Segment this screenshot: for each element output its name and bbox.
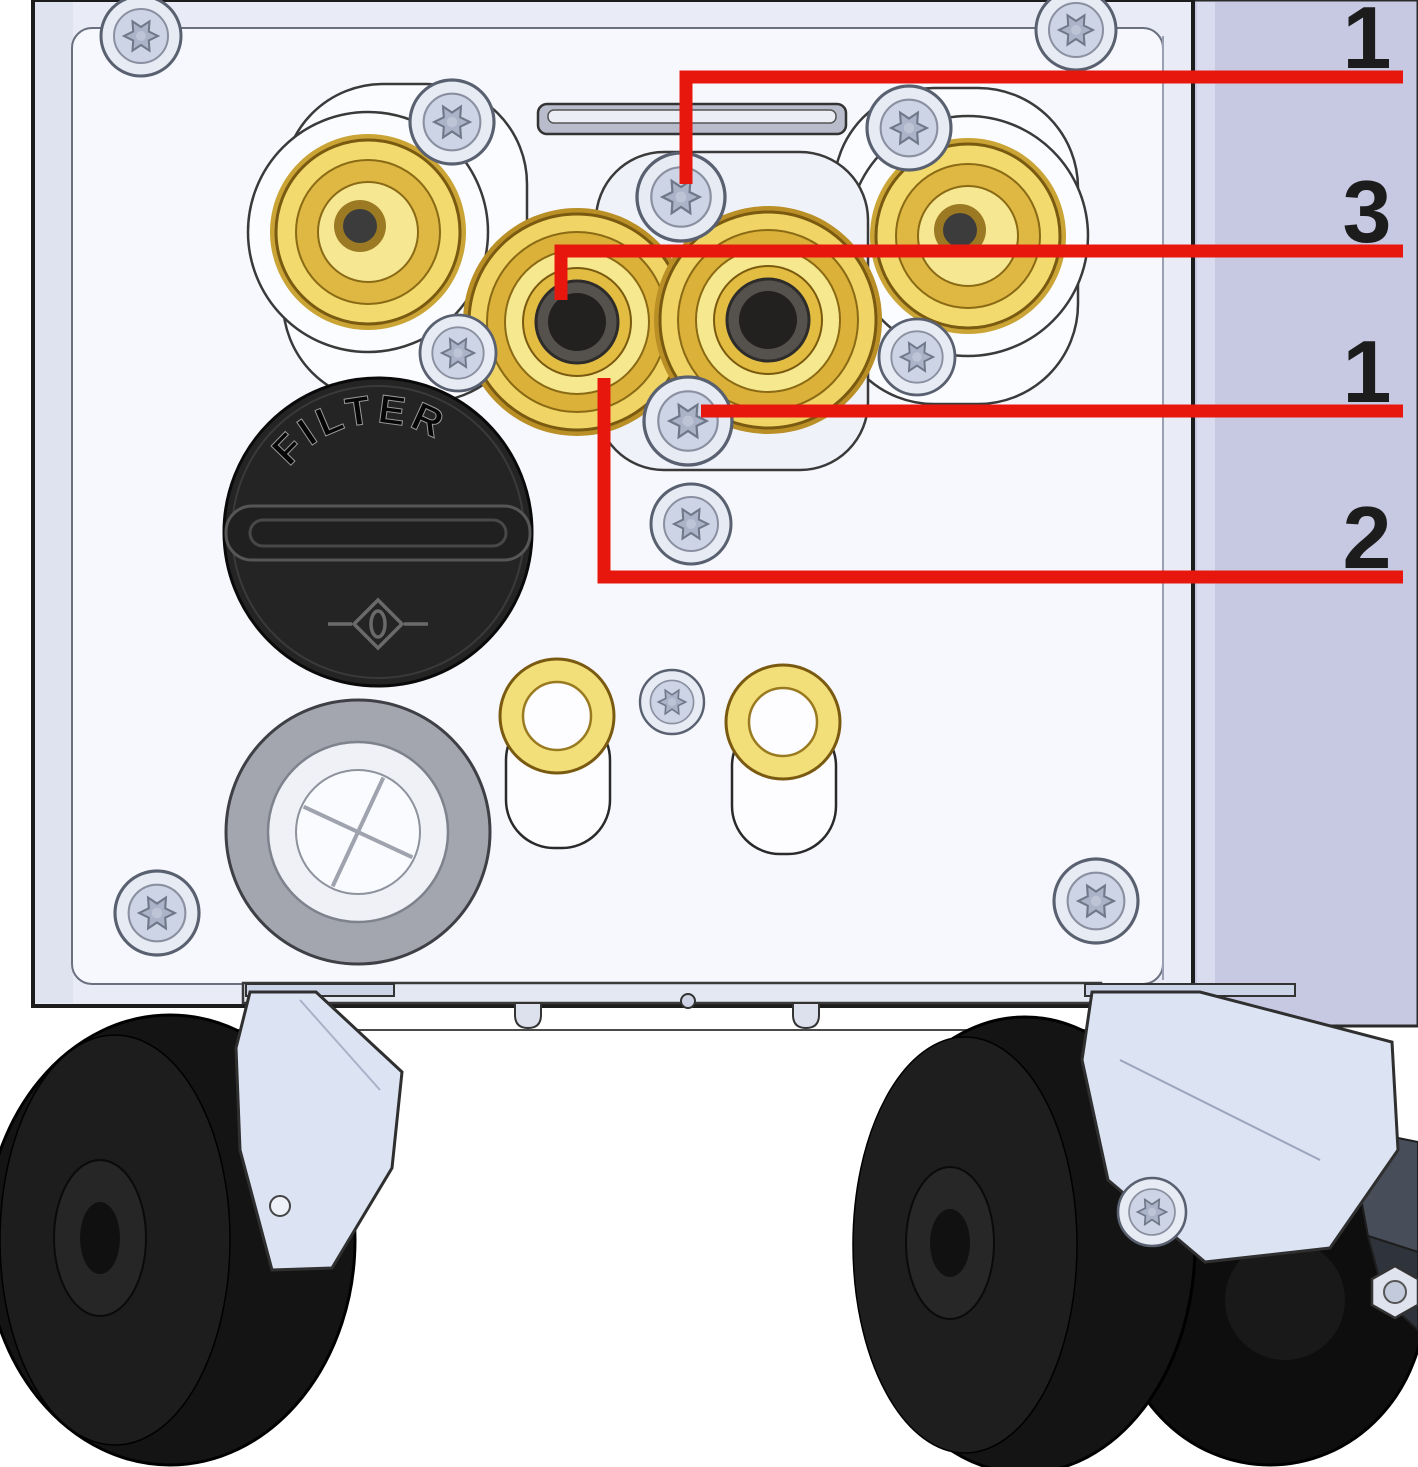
- filter-cap-handle: [224, 504, 532, 562]
- torx-screw-plate-bottom: [642, 375, 734, 467]
- rail-hook-right: [792, 1002, 820, 1030]
- torx-screw-bottom-right: [1052, 857, 1140, 945]
- torx-screw-top-left: [99, 0, 183, 78]
- caster-left: [0, 983, 404, 1467]
- torx-bolt-caster-bracket: [1116, 1176, 1188, 1248]
- bushing-left: [498, 657, 616, 850]
- connector-outer-left: [268, 132, 468, 332]
- bracket-pivot: [269, 1195, 291, 1217]
- body-left-face: [35, 2, 73, 1003]
- caster-bracket-left: [234, 983, 404, 1272]
- callout-label-1-mid: 1: [1343, 322, 1392, 421]
- rail-hole: [680, 993, 696, 1009]
- callout-label-1-top: 1: [1343, 0, 1392, 87]
- callout-line-1-top: [679, 70, 1403, 184]
- torx-screw-bottom-left: [113, 869, 201, 957]
- rail-hook-left: [514, 1002, 542, 1030]
- round-port: [224, 698, 492, 966]
- bushing-right: [724, 663, 842, 856]
- axle-hex-bolt: [1370, 1264, 1418, 1320]
- torx-screw-center-lower: [638, 668, 706, 736]
- callout-line-2: [597, 378, 1403, 584]
- callout-label-2: 2: [1343, 488, 1392, 587]
- caster-right: [852, 983, 1418, 1467]
- callout-label-3: 3: [1343, 162, 1392, 261]
- filter-cap-symbol: [328, 597, 428, 651]
- torx-screw-backplate-left-top: [408, 78, 496, 166]
- callout-line-3: [554, 244, 1403, 300]
- torx-screw-backplate-right-top: [865, 84, 953, 172]
- side-panel-highlight: [1197, 2, 1215, 1022]
- torx-screw-backplate-right-bottom: [877, 317, 957, 397]
- torx-screw-backplate-left-bottom: [418, 313, 498, 393]
- filter-cap: FILTER: [222, 373, 534, 688]
- callout-lines: [554, 70, 1403, 584]
- torx-screw-top-right: [1034, 0, 1118, 72]
- torx-screw-below-plate: [649, 482, 733, 566]
